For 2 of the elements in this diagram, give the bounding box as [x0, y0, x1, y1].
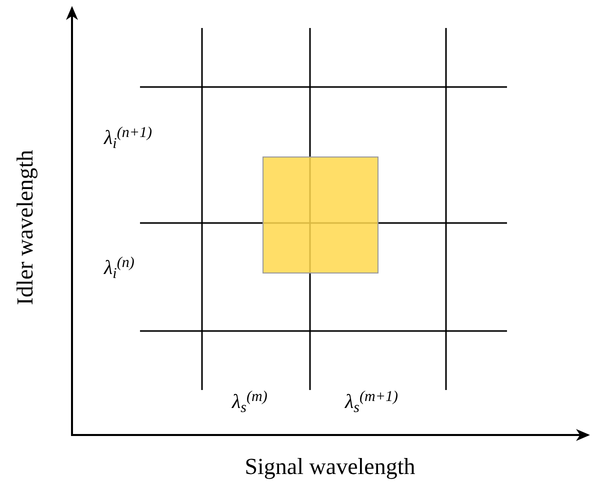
y-axis-title: Idler wavelength — [14, 148, 36, 308]
x-axis-title: Signal wavelength — [244, 455, 416, 478]
